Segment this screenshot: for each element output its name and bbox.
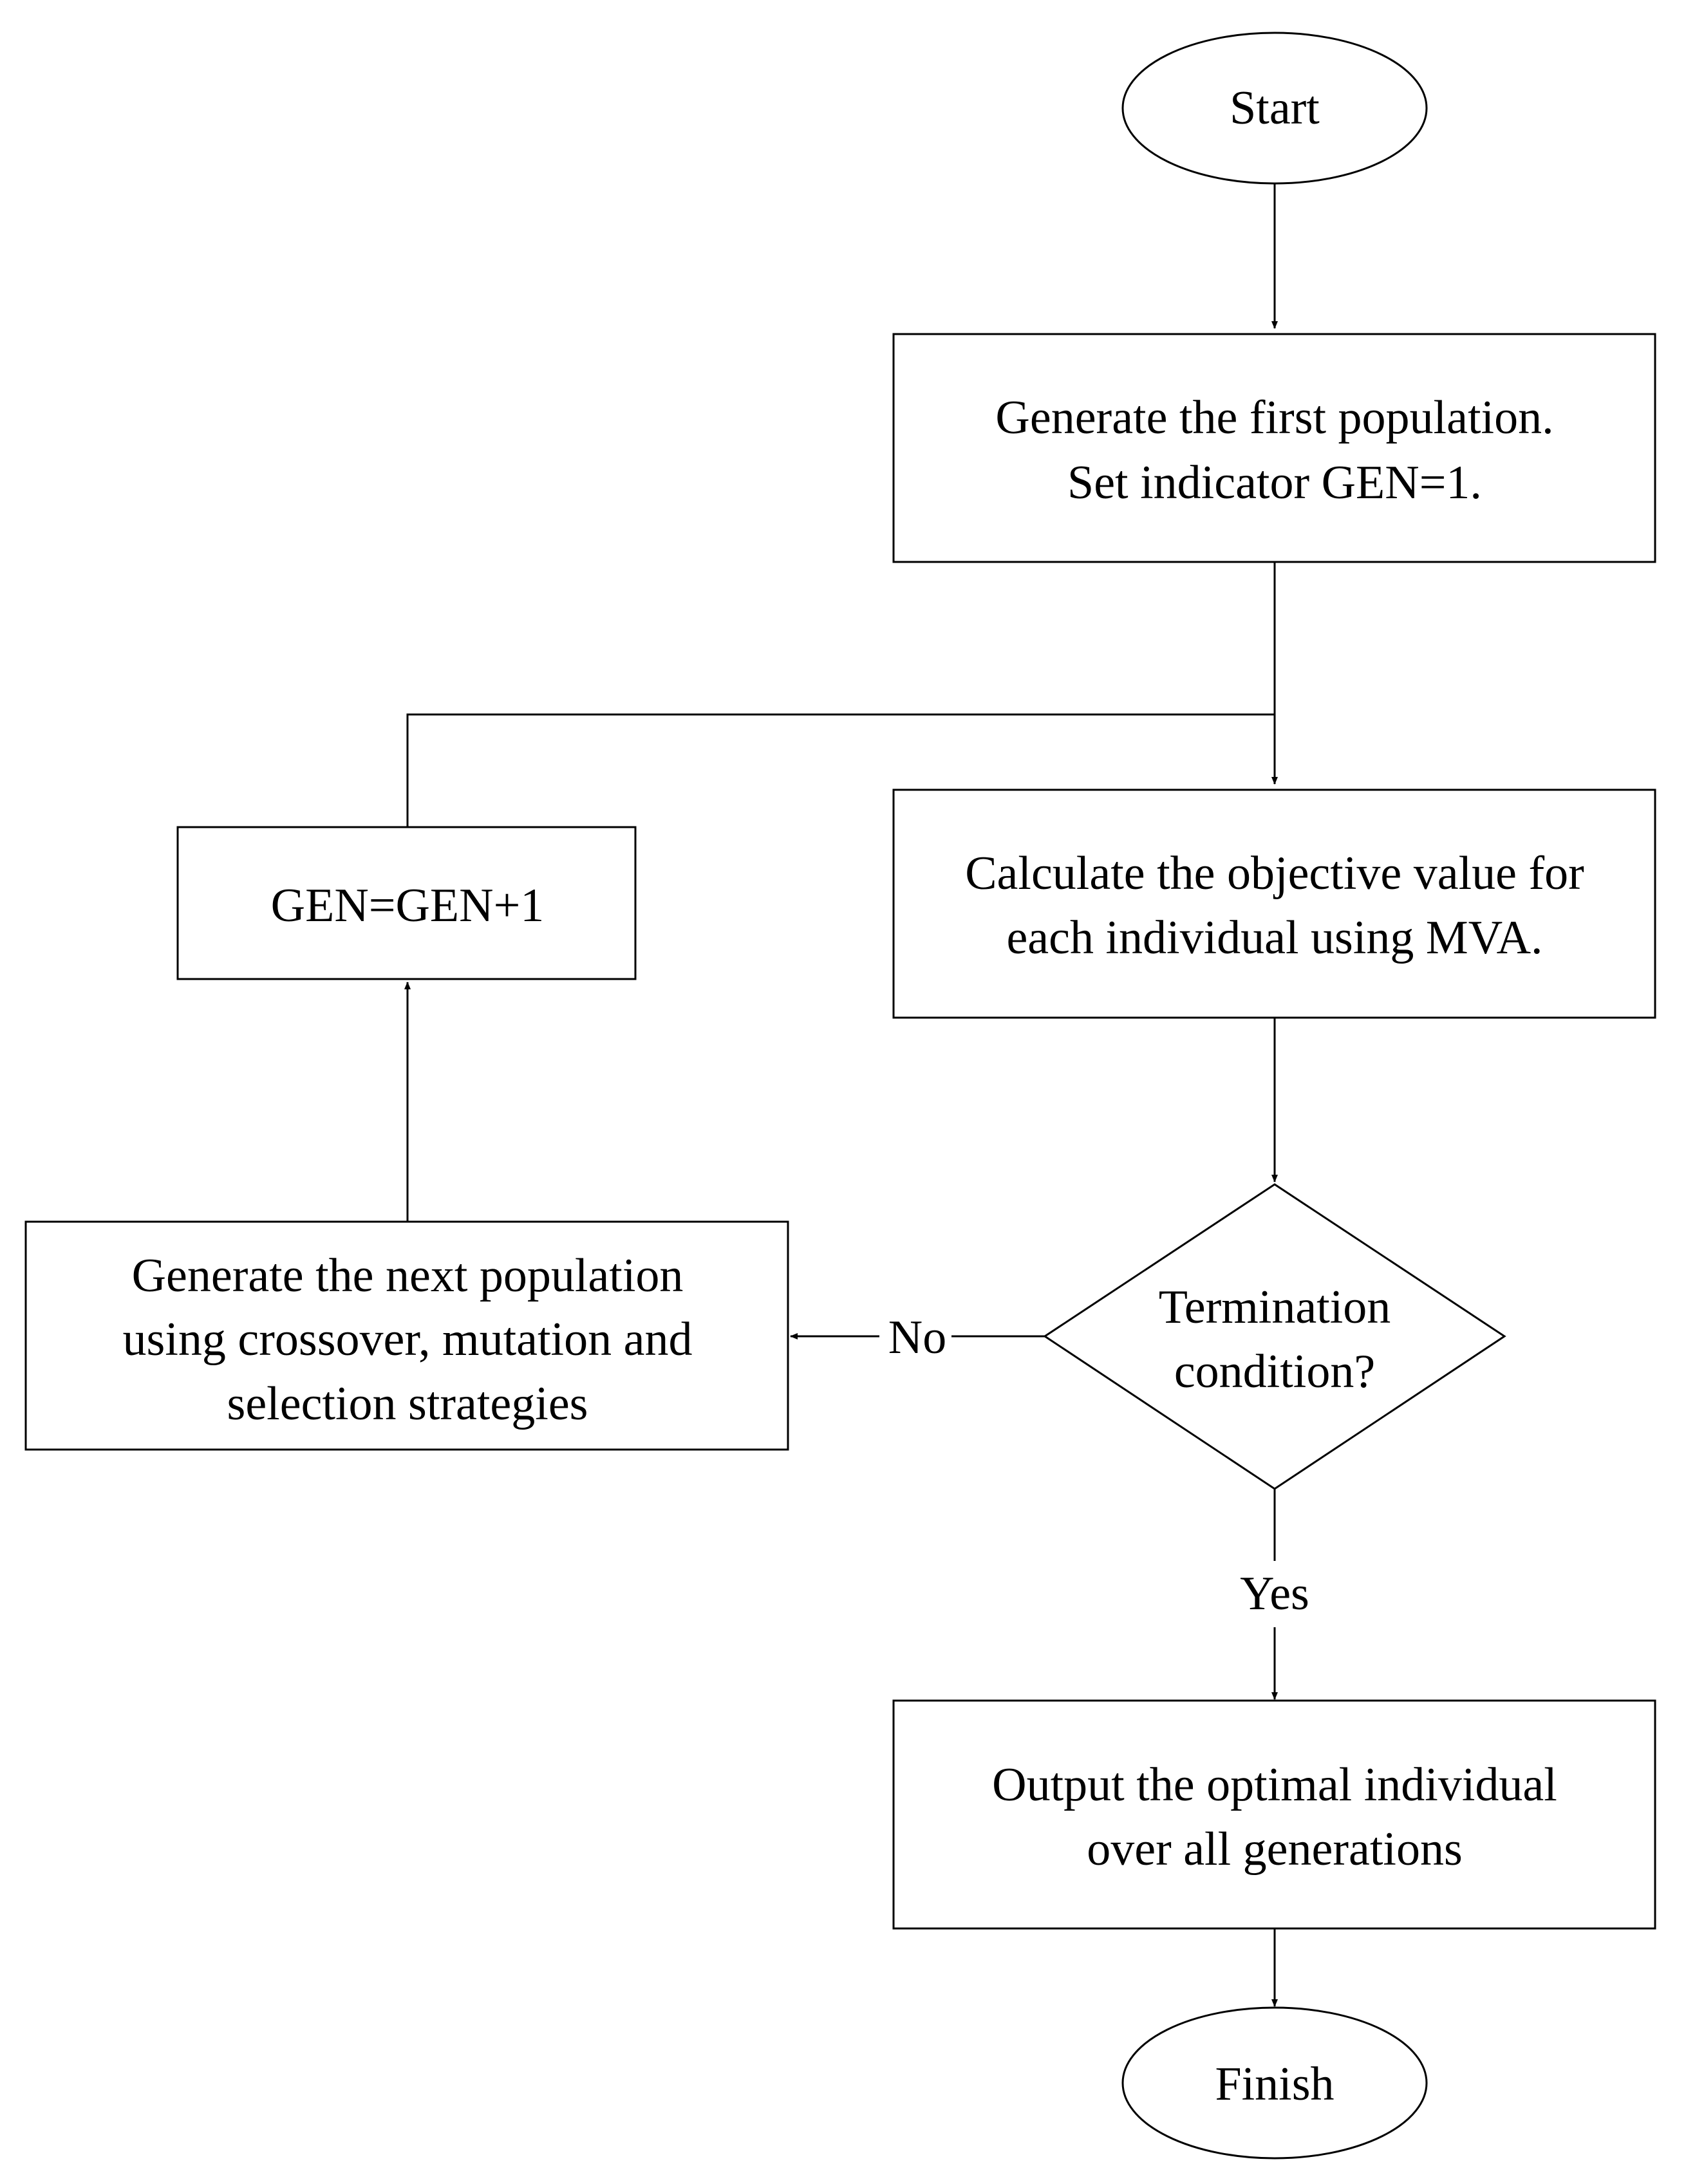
init-label-line-2: Set indicator GEN=1. <box>1067 456 1482 509</box>
decision-label-line-2: condition? <box>1174 1345 1375 1398</box>
evaluate-label-line-2: each individual using MVA. <box>1006 911 1542 964</box>
start-label: Start <box>1230 82 1320 135</box>
next-population-label-line-3: selection strategies <box>227 1377 588 1430</box>
increment-label: GEN=GEN+1 <box>271 879 545 932</box>
output-label-line-1: Output the optimal individual <box>992 1759 1557 1811</box>
decision-label-line-1: Termination <box>1159 1281 1391 1334</box>
evaluate-node: Calculate the objective value for each i… <box>892 789 1656 1019</box>
init-node: Generate the first population. Set indic… <box>892 333 1656 563</box>
decision-node: Termination condition? <box>1043 1183 1506 1490</box>
output-node: Output the optimal individual over all g… <box>892 1699 1656 1930</box>
next-population-label-line-2: using crossover, mutation and <box>123 1313 693 1366</box>
edge-increment-to-evaluate <box>406 713 1275 827</box>
next-population-label-line-1: Generate the next population <box>132 1249 684 1302</box>
output-label-line-2: over all generations <box>1087 1823 1463 1876</box>
evaluate-label-line-1: Calculate the objective value for <box>965 847 1584 900</box>
yes-edge-label: Yes <box>1240 1567 1309 1620</box>
next-population-node: Generate the next population using cross… <box>24 1220 789 1451</box>
start-node: Start <box>1121 32 1428 185</box>
finish-node: Finish <box>1121 2006 1428 2160</box>
finish-label: Finish <box>1215 2058 1334 2111</box>
no-edge-label: No <box>888 1311 946 1364</box>
init-label-line-1: Generate the first population. <box>995 391 1553 444</box>
increment-node: GEN=GEN+1 <box>176 826 637 980</box>
